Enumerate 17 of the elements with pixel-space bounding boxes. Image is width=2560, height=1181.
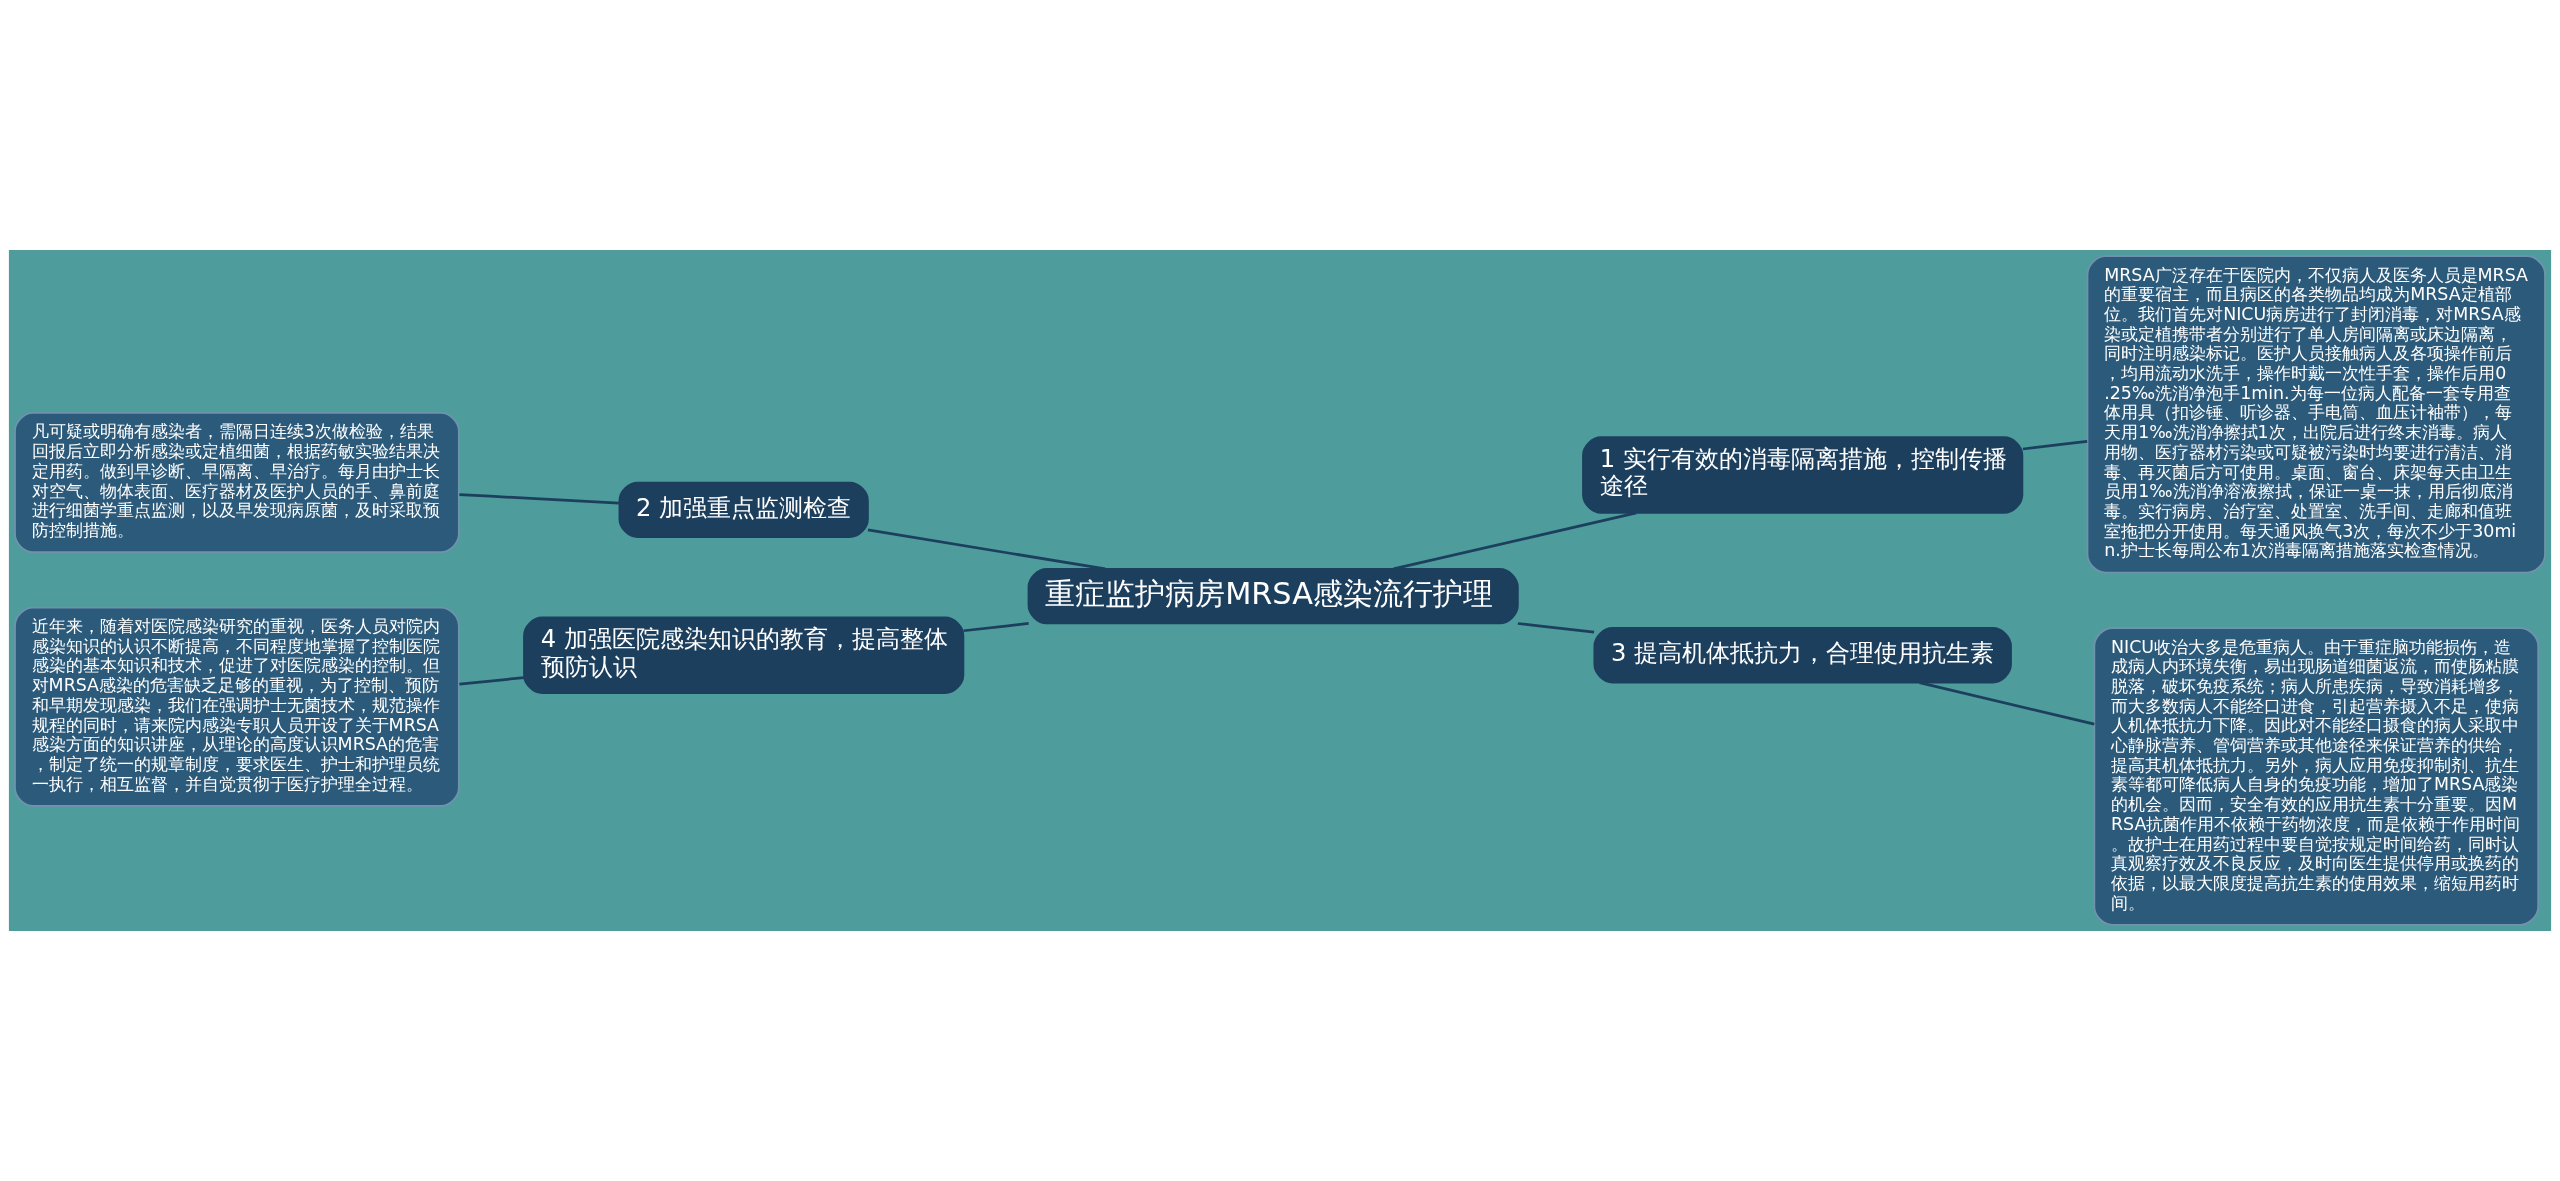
node-box: MRSA广泛存在于医院内，不仅病人及医务人员是MRSA的重要宿主，而且病区的各类物品均成为MRSA定植部位。我们首先对NICU病房进行了封闭消毒，对MRSA感染或定植携带者分别进行了单人房间隔离或床边隔离，同时注明感染标记。医护人员接触病人及各项操作前后，均用流动水洗手，操作时戴一次性手套，操作后用0.25‰洗消净泡手1min.为每一位病人配备一套专用查体用具（扣诊锤、听诊器、手电筒、血压计袖带），每天用1‰洗消净擦拭1次，出院后进行终末消毒。病人用物、医疗器材污染或可疑被污染时均要进行清洁、消毒、再灭菌后方可使用。桌面、窗台、床架每天由卫生员用1‰洗消净溶液擦拭，保证一桌一抹，用后彻底消毒。实行病房、治疗室、处置室、洗手间、走廊和值班室拖把分开使用。每天通风换气3次，每次不少于30min.护士长每周公布1次消毒隔离措施落实检查情况。 [2086,255,2546,574]
connector [963,622,1029,633]
connector [1517,622,1595,634]
node-box: 重症监护病房MRSA感染流行护理 [1027,568,1519,625]
node-box: 3 提高机体抵抗力，合理使用抗生素 [1593,627,2012,684]
node-box: NICU收治大多是危重病人。由于重症脑功能损伤，造成病人内环境失衡，易出现肠道细菌返流，而使肠粘膜脱落，破坏免疫系统；病人所患疾病，导致消耗增多，而大多数病人不能经口进食，引起营养摄入不足，使病人机体抵抗力下降。因此对不能经口摄食的病人采取中心静脉营养、管饲营养或其他途径来保证营养的供给，提高其机体抵抗力。另外，病人应用免疫抑制剂、抗生素等都可降低病人自身的免疫功能，增加了MRSA感染的机会。因而，安全有效的应用抗生素十分重要。因MRSA抗菌作用不依赖于药物浓度，而是依赖于作用时间。故护士在用药过程中要自觉按规定时间给药，同时认真观察疗效及不良反应，及时向医生提供停用或换药的依据，以最大限度提高抗生素的使用效果，缩短用药时间。 [2093,627,2540,926]
connector [459,676,525,686]
connector [1919,681,2095,726]
node-box: 4 加强医院感染知识的教育，提高整体预防认识 [523,616,965,695]
connector [459,493,619,505]
node-box: 2 加强重点监测检查 [618,481,869,538]
connector [867,528,1106,571]
node-box: 凡可疑或明确有感染者，需隔日连续3次做检验，结果回报后立即分析感染或定植细菌，根据药敏实验结果决定用药。做到早诊断、早隔离、早治疗。每月由护士长对空气、物体表面、医疗器材及医护人员的手、鼻前庭进行细菌学重点监测，以及早发现病原菌，及时采取预防控制措施。 [14,411,460,554]
node-box: 近年来，随着对医院感染研究的重视，医务人员对院内感染知识的认识不断提高，不同程度地掌握了控制医院感染的基本知识和技术，促进了对医院感染的控制。但对MRSA感染的危害缺乏足够的重视，为了控制、预防和早期发现感染，我们在强调护士无菌技术，规范操作规程的同时，请来院内感染专职人员开设了关于MRSA感染方面的知识讲座，从理论的高度认识MRSA的危害，制定了统一的规章制度，要求医生、护士和护理员统一执行，相互监督，并自觉贯彻于医疗护理全过程。 [14,606,460,807]
connector [1393,511,1637,571]
connector [2022,440,2088,451]
node-box: 1 实行有效的消毒隔离措施，控制传播途径 [1582,436,2024,514]
